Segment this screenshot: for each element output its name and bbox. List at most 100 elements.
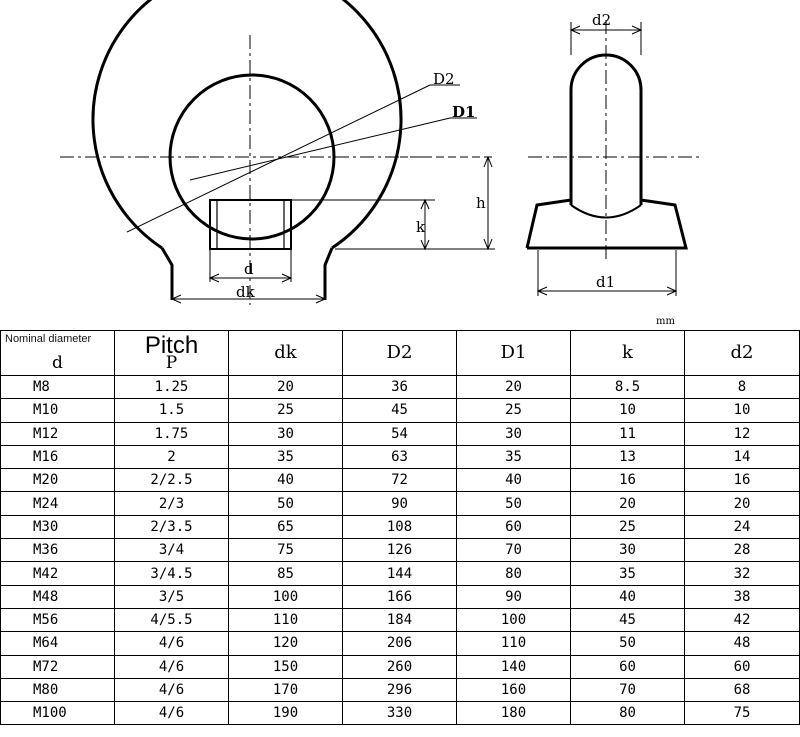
table-cell-d1: 110 (456, 631, 571, 656)
table-cell-dk: 75 (228, 538, 343, 563)
table-cell-d2: 144 (342, 561, 457, 586)
table-cell-p: 1.5 (114, 398, 229, 423)
table-cell-dk: 35 (228, 444, 343, 470)
table-cell-d1: 180 (456, 701, 571, 726)
table-cell-d2: 72 (342, 468, 457, 493)
table-cell-d2: 12 (684, 421, 800, 446)
table-cell-p: 4/6 (114, 701, 229, 726)
table-cell-dk: 30 (228, 421, 343, 446)
table-cell-k: 25 (570, 514, 685, 540)
side-view-labels: d2 d1 (592, 11, 615, 291)
table-cell-d1: 35 (456, 444, 571, 470)
table-cell-dk: 190 (228, 701, 343, 726)
label-dk: dk (236, 283, 256, 301)
table-cell-d: M36 (0, 538, 115, 563)
column-note-nominal-diameter: Nominal diameter (5, 333, 92, 345)
column-note-pitch: Pitch (144, 332, 199, 359)
table-cell-d: M48 (0, 584, 115, 609)
label-k: k (416, 218, 426, 236)
front-view (60, 0, 495, 305)
table-cell-k: 20 (570, 491, 685, 516)
label-d2-upper: D2 (433, 70, 455, 88)
table-cell-d2: 166 (342, 584, 457, 609)
table-cell-d: M100 (0, 701, 115, 726)
table-cell-dk: 170 (228, 677, 343, 703)
table-cell-d1: 70 (456, 538, 571, 563)
table-cell-d2: 48 (684, 631, 800, 656)
table-cell-d: M12 (0, 421, 115, 446)
table-cell-d2: 14 (684, 444, 800, 470)
table-cell-k: 13 (570, 444, 685, 470)
table-cell-d2: 38 (684, 584, 800, 609)
table-cell-d2: 8 (684, 374, 800, 400)
column-header-d: Nominal diameter d (0, 330, 115, 376)
column-label-k: k (622, 342, 633, 363)
table-cell-d2: 10 (684, 398, 800, 423)
table-cell-d2: 20 (684, 491, 800, 516)
label-d1: d1 (596, 273, 615, 291)
table-cell-d2: 54 (342, 421, 457, 446)
d1-upper-leader (189, 117, 451, 181)
table-cell-d: M72 (0, 654, 115, 679)
table-cell-k: 45 (570, 607, 685, 633)
table-cell-k: 70 (570, 677, 685, 703)
table-cell-k: 35 (570, 561, 685, 586)
table-cell-p: 3/5 (114, 584, 229, 609)
table-cell-dk: 120 (228, 631, 343, 656)
column-header-d2: D2 (342, 330, 457, 376)
table-cell-d2: 108 (342, 514, 457, 540)
table-cell-d2: 330 (342, 701, 457, 726)
table-cell-d: M8 (0, 374, 115, 400)
table-cell-d: M42 (0, 561, 115, 586)
table-cell-d2: 36 (342, 374, 457, 400)
table-cell-d2: 42 (684, 607, 800, 633)
table-cell-p: 2/3 (114, 491, 229, 516)
table-cell-k: 10 (570, 398, 685, 423)
table-cell-k: 30 (570, 538, 685, 563)
column-label-d: d (52, 353, 63, 373)
table-cell-d: M24 (0, 491, 115, 516)
table-cell-k: 40 (570, 584, 685, 609)
table-cell-d: M10 (0, 398, 115, 423)
table-cell-k: 16 (570, 468, 685, 493)
table-cell-dk: 100 (228, 584, 343, 609)
table-cell-d2: 126 (342, 538, 457, 563)
column-label-p: P (165, 353, 178, 373)
table-cell-d2: 60 (684, 654, 800, 679)
table-cell-d: M20 (0, 468, 115, 493)
table-cell-d2: 184 (342, 607, 457, 633)
table-cell-d1: 160 (456, 677, 571, 703)
table-cell-dk: 85 (228, 561, 343, 586)
table-cell-dk: 50 (228, 491, 343, 516)
table-cell-dk: 20 (228, 374, 343, 400)
table-cell-d2: 24 (684, 514, 800, 540)
table-cell-d1: 100 (456, 607, 571, 633)
table-cell-p: 4/6 (114, 677, 229, 703)
table-cell-d2: 28 (684, 538, 800, 563)
column-label-d1: D1 (500, 342, 527, 363)
table-cell-d2: 75 (684, 701, 800, 726)
table-cell-d2: 260 (342, 654, 457, 679)
table-cell-d1: 60 (456, 514, 571, 540)
column-header-k: k (570, 330, 685, 376)
outer-ring-outline (91, 0, 403, 250)
table-cell-k: 80 (570, 701, 685, 726)
table-cell-d1: 30 (456, 421, 571, 446)
table-cell-d1: 20 (456, 374, 571, 400)
column-label-d2: D2 (386, 342, 413, 363)
table-cell-k: 50 (570, 631, 685, 656)
column-header-dk: dk (228, 330, 343, 376)
table-cell-d2: 45 (342, 398, 457, 423)
